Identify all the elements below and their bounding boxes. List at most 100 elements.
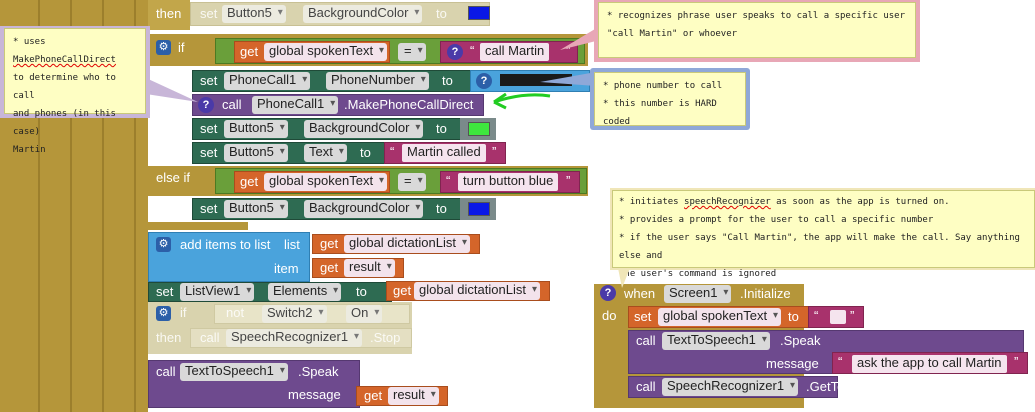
component-dropdown[interactable]: Switch2 xyxy=(262,305,327,323)
note-text: * phone number to call xyxy=(603,81,723,91)
then-label: then xyxy=(156,74,182,89)
add-items-to-list-block[interactable] xyxy=(148,232,310,282)
call-label: call xyxy=(200,330,220,345)
comment-note-init[interactable]: * initiates speechRecognizer as soon as … xyxy=(612,190,1035,279)
property-dropdown[interactable]: On xyxy=(346,305,383,323)
close-quote: ” xyxy=(566,43,571,58)
string-value[interactable]: turn button blue xyxy=(458,173,559,191)
mutator-gear-icon[interactable]: ⚙ xyxy=(156,40,171,55)
then-row-top[interactable] xyxy=(148,0,190,30)
component-dropdown[interactable]: Button5 xyxy=(224,144,288,162)
open-quote: “ xyxy=(814,308,819,323)
property-dropdown[interactable]: Text xyxy=(304,144,347,162)
then-label: then xyxy=(156,330,182,345)
color-swatch-blue[interactable] xyxy=(468,6,490,20)
component-dropdown[interactable]: Button5 xyxy=(224,120,288,138)
call-label: call xyxy=(222,97,242,112)
close-quote: ” xyxy=(850,308,855,323)
to-label: to xyxy=(436,121,447,136)
color-swatch-blue[interactable] xyxy=(468,202,490,216)
variable-dropdown[interactable]: global spokenText xyxy=(264,173,388,191)
component-dropdown[interactable]: TextToSpeech1 xyxy=(662,332,770,350)
string-value[interactable]: Martin called xyxy=(402,144,486,162)
comment-note-top-right[interactable]: * recognizes phrase user speaks to call … xyxy=(598,2,916,58)
component-dropdown[interactable]: SpeechRecognizer1 xyxy=(662,378,799,396)
help-icon[interactable]: ? xyxy=(476,73,492,89)
to-label: to xyxy=(436,6,447,21)
component-dropdown[interactable]: Button5 xyxy=(224,200,288,218)
set-label: set xyxy=(200,145,218,160)
method-label: .MakePhoneCallDirect xyxy=(344,97,474,112)
variable-dropdown[interactable]: global dictationList xyxy=(344,235,470,253)
set-label: set xyxy=(200,121,218,136)
set-label: set xyxy=(200,73,218,88)
then-label: then xyxy=(156,202,182,217)
get-label: get xyxy=(320,260,339,275)
note-text: * if the user says "Call Martin", the ap… xyxy=(619,233,1020,261)
note-text: * recognizes phrase user speaks to call … xyxy=(607,11,906,21)
property-dropdown[interactable]: PhoneNumber xyxy=(326,72,429,90)
comment-pointer xyxy=(146,78,198,102)
method-label: .Speak xyxy=(780,333,821,348)
component-dropdown[interactable]: Screen1 xyxy=(664,285,732,303)
open-quote: “ xyxy=(390,144,395,159)
elseif-label: else if xyxy=(156,170,190,185)
help-icon[interactable]: ? xyxy=(600,285,616,301)
component-dropdown[interactable]: PhoneCall1 xyxy=(252,96,339,114)
property-dropdown[interactable]: BackgroundColor xyxy=(303,5,423,23)
note-text: * this number is HARD coded xyxy=(603,99,717,127)
to-label: to xyxy=(788,309,799,324)
set-label: set xyxy=(634,309,652,324)
property-dropdown[interactable]: BackgroundColor xyxy=(304,120,424,138)
open-quote: “ xyxy=(446,173,451,188)
note-text: * initiates xyxy=(619,197,685,207)
string-value-empty[interactable] xyxy=(830,310,846,324)
when-label: when xyxy=(624,286,656,301)
variable-dropdown[interactable]: result xyxy=(344,259,395,277)
property-dropdown[interactable]: BackgroundColor xyxy=(304,200,424,218)
component-dropdown[interactable]: Button5 xyxy=(222,5,286,23)
note-text: as soon as the app is turned on. xyxy=(770,197,950,207)
mutator-gear-icon[interactable]: ⚙ xyxy=(156,306,171,321)
set-label: set xyxy=(156,284,174,299)
variable-dropdown[interactable]: global dictationList xyxy=(414,282,540,300)
variable-dropdown[interactable]: global spokenText xyxy=(658,308,782,326)
note-text: MakePhoneCallDirect xyxy=(13,55,116,65)
mutator-gear-icon[interactable]: ⚙ xyxy=(156,237,171,252)
component-dropdown[interactable]: SpeechRecognizer1 xyxy=(226,329,363,347)
operator-dropdown[interactable]: = xyxy=(398,173,426,191)
set-label: set xyxy=(200,201,218,216)
variable-dropdown[interactable]: result xyxy=(388,387,439,405)
comment-pointer xyxy=(618,268,630,288)
open-quote: “ xyxy=(838,354,843,369)
note-text: and phones (in this case) xyxy=(13,109,116,137)
note-text: Martin xyxy=(13,145,46,155)
add-items-label: add items to list xyxy=(180,237,271,252)
close-quote: ” xyxy=(566,173,571,188)
call-label: call xyxy=(156,364,176,379)
to-label: to xyxy=(436,201,447,216)
string-value[interactable]: ask the app to call Martin xyxy=(852,355,1007,373)
get-label: get xyxy=(240,174,259,189)
if-label: if xyxy=(180,305,187,320)
comment-pointer xyxy=(560,26,600,50)
operator-dropdown[interactable]: = xyxy=(398,43,426,61)
component-dropdown[interactable]: ListView1 xyxy=(180,283,255,301)
spine-stripe xyxy=(134,0,136,412)
color-swatch-green[interactable] xyxy=(468,122,490,136)
note-text: the user's command is ignored xyxy=(619,269,777,279)
note-text: "call Martin" or whoever xyxy=(607,29,738,39)
spine-stripe xyxy=(38,0,40,412)
to-label: to xyxy=(442,73,453,88)
not-label: not xyxy=(226,305,245,320)
component-dropdown[interactable]: PhoneCall1 xyxy=(224,72,311,90)
variable-dropdown[interactable]: global spokenText xyxy=(264,43,388,61)
help-icon[interactable]: ? xyxy=(447,44,463,60)
component-dropdown[interactable]: TextToSpeech1 xyxy=(180,363,288,381)
string-value[interactable]: call Martin xyxy=(480,43,550,61)
get-label: get xyxy=(320,236,339,251)
property-dropdown[interactable]: Elements xyxy=(268,283,342,301)
comment-note-left[interactable]: * uses MakePhoneCallDirect to determine … xyxy=(4,28,146,155)
comment-note-phone[interactable]: * phone number to call * this number is … xyxy=(594,72,746,127)
help-icon[interactable]: ? xyxy=(198,97,214,113)
